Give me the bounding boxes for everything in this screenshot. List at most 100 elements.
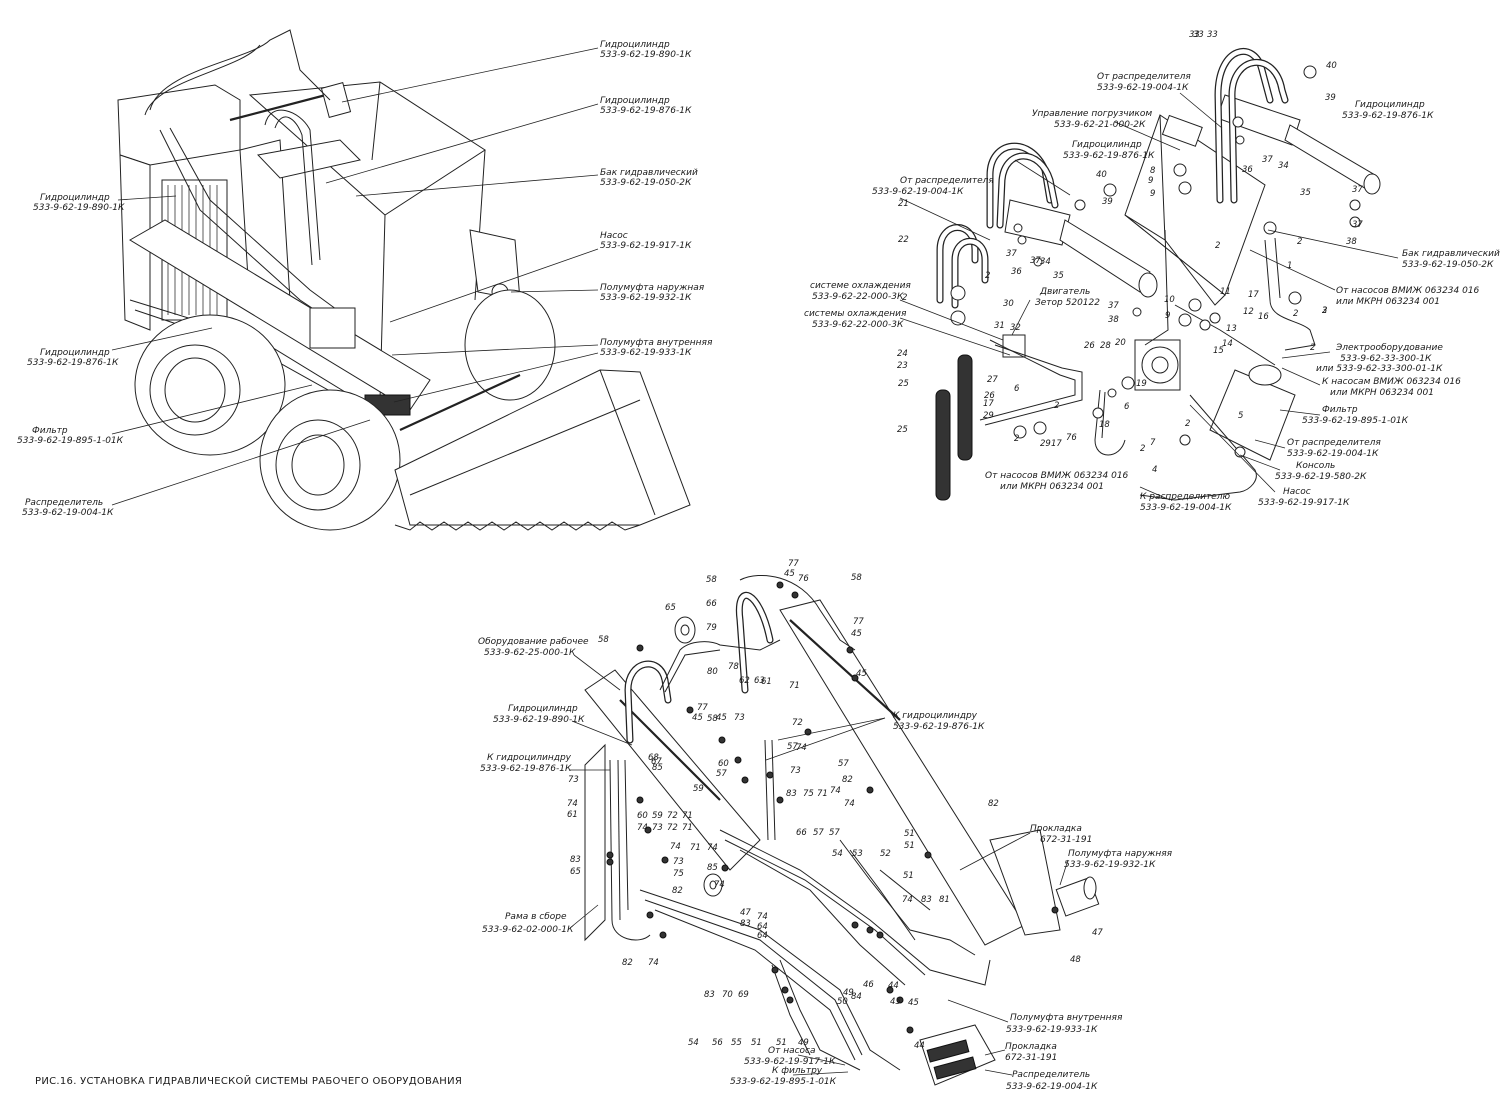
cylinder-left-body [1004, 199, 1071, 246]
callout-number: 51 [903, 871, 914, 881]
label-pump-tr: Насос [1283, 487, 1311, 497]
callout-number: 2 [1185, 419, 1190, 429]
label-electrical: Электрооборудование [1335, 343, 1443, 353]
callout-number: 2 [1310, 343, 1315, 353]
callout-number: 34 [1278, 161, 1289, 171]
labels-top-left: Гидроцилиндр 533-9-62-19-890-1К Гидроцил… [17, 40, 713, 518]
callout-number: 83 [921, 895, 932, 905]
label-to-distributor: К распределителю [1140, 492, 1230, 502]
callout-number: 58 [707, 714, 718, 724]
callout-number: 35 [1053, 271, 1064, 281]
callout-number: 74 [844, 799, 855, 809]
label-to-filter-code: 533-9-62-19-895-1-01К [730, 1077, 837, 1087]
callout-number: 37 [1262, 155, 1273, 165]
callout-number: 2 [902, 293, 907, 303]
callout-number: 80 [707, 667, 718, 677]
callout-number: 35 [1300, 188, 1311, 198]
callout-number: 75 [673, 869, 684, 879]
callout-number: 38 [1346, 237, 1357, 247]
label-pump-title: Насос [600, 231, 628, 241]
label-cylinder-890-left-title: Гидроцилиндр [40, 193, 110, 203]
callout-number: 61 [567, 810, 578, 820]
callout-number: 71 [817, 789, 828, 799]
callout-number: 77 [788, 559, 799, 569]
callout-number: 29 [983, 411, 994, 421]
label-from-distributor-3-code: 533-9-62-19-004-1К [1287, 449, 1379, 459]
label-to-cylinder-a-code: 533-9-62-19-876-1К [480, 764, 572, 774]
callout-number: 24 [897, 349, 908, 359]
callout-number: 82 [842, 775, 853, 785]
callout-number: 49 [798, 1038, 809, 1048]
callout-number: 73 [673, 857, 684, 867]
fittings [606, 581, 1059, 1034]
hydraulic-tank [256, 139, 361, 179]
label-inner-coupling-code: 533-9-62-19-933-1К [600, 348, 692, 358]
label-cylinder-890-b: Гидроцилиндр [508, 704, 578, 714]
boom-right [779, 599, 1026, 946]
label-from-distributor-2-code: 533-9-62-19-004-1К [872, 187, 964, 197]
callout-number: 72 [792, 718, 803, 728]
label-cylinder-876-left-code: 533-9-62-19-876-1К [27, 358, 119, 368]
label-outer-coupling-code: 533-9-62-19-932-1К [600, 293, 692, 303]
callout-number: 37 [1006, 249, 1017, 259]
callout-number: 5 [1238, 411, 1243, 421]
label-distributor-b: Распределитель [1012, 1070, 1090, 1080]
callout-number: 72 [667, 823, 678, 833]
callout-number: 74 [796, 743, 807, 753]
label-to-cylinder-a: К гидроцилиндру [487, 753, 572, 763]
loader-overall-view [117, 29, 691, 531]
label-gasket-1-code: 672-31-191 [1040, 835, 1092, 845]
callout-number: 60 [718, 759, 729, 769]
callout-number: 37 [1352, 220, 1363, 230]
callout-number: 44 [914, 1041, 925, 1051]
label-to-pumps-code: или МКРН 063234 001 [1330, 388, 1434, 398]
label-pump-tr-code: 533-9-62-19-917-1К [1258, 498, 1350, 508]
callout-number: 21 [898, 199, 909, 209]
callout-number: 29 [1040, 439, 1051, 449]
label-from-pumps-bottom: От насосов ВМИЖ 063234 016 [985, 471, 1129, 481]
callout-number: 17 [983, 399, 994, 409]
callout-number: 45 [784, 569, 795, 579]
callout-number: 6 [1124, 402, 1130, 412]
callout-number: 68 [648, 753, 659, 763]
rear-body [117, 84, 241, 166]
label-from-distributor-2: От распределителя [900, 176, 994, 186]
label-cylinder-876-tr: Гидроцилиндр [1072, 140, 1142, 150]
filter-exploded [1209, 364, 1296, 461]
label-to-pumps: К насосам ВМИЖ 063234 016 [1322, 377, 1461, 387]
label-engine: Двигатель [1039, 287, 1090, 297]
callout-number: 2 [985, 271, 990, 281]
label-from-pumps-bottom-code: или МКРН 063234 001 [1000, 482, 1104, 492]
callout-number: 65 [665, 603, 676, 613]
label-working-equipment: Оборудование рабочее [478, 637, 589, 647]
callout-number: 83 [786, 789, 797, 799]
callout-number: 74 [567, 799, 578, 809]
callout-number: 77 [697, 703, 708, 713]
callout-number: 13 [1226, 324, 1237, 334]
callout-number: 53 [852, 849, 863, 859]
label-cylinder-876-tr-code: 533-9-62-19-876-1К [1063, 151, 1155, 161]
callout-number: 33 [1207, 30, 1218, 40]
callout-number: 77 [853, 617, 864, 627]
callout-number: 59 [652, 811, 663, 821]
front-wheel [259, 389, 401, 531]
callout-number: 44 [888, 981, 899, 991]
label-cylinder-876-right: Гидроцилиндр [1355, 100, 1425, 110]
callout-number: 2 [1140, 444, 1145, 454]
label-loader-control: Управление погрузчиком [1032, 109, 1152, 119]
labels-top-right: От распределителя 533-9-62-19-004-1К Упр… [804, 72, 1500, 513]
callout-number: 9 [1148, 176, 1153, 186]
callout-number: 10 [1164, 295, 1175, 305]
label-pump-code: 533-9-62-19-917-1К [600, 241, 692, 251]
callout-number: 52 [880, 849, 891, 859]
callout-number: 61 [761, 677, 772, 687]
callout-number: 64 [757, 931, 768, 941]
callout-number: 69 [738, 990, 749, 1000]
callout-number: 71 [682, 823, 693, 833]
callout-number: 22 [898, 235, 909, 245]
rear-wheel [134, 314, 286, 456]
callout-number: 57 [787, 742, 798, 752]
callout-number: 70 [722, 990, 733, 1000]
pump-exploded [1134, 339, 1181, 391]
